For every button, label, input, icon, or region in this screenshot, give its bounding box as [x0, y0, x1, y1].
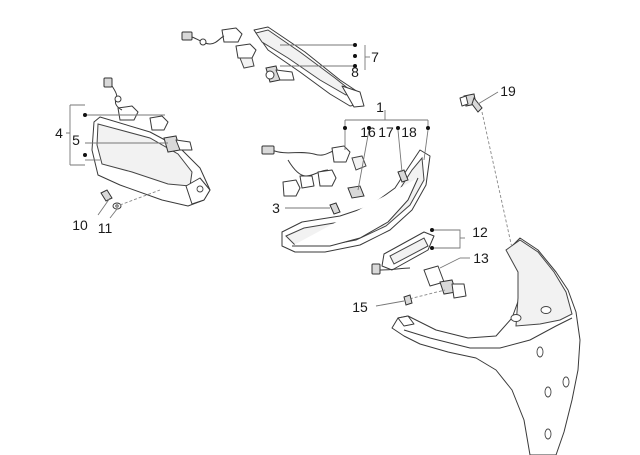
upper-bulb-socket	[265, 65, 295, 83]
rear-light-assembly	[261, 145, 431, 253]
callout-11: 11	[98, 220, 113, 236]
upper-wire-harness	[191, 35, 225, 45]
rear-connector	[261, 145, 275, 155]
callout-5: 5	[72, 132, 80, 148]
license-light-assembly	[371, 231, 467, 307]
callout-13: 13	[473, 250, 489, 266]
left-bulb-socket	[163, 135, 193, 153]
upper-connector	[181, 31, 193, 41]
bracket-12-13	[430, 228, 470, 269]
left-bulbs	[117, 105, 169, 131]
callout-19: 19	[500, 83, 516, 99]
callout-15: 15	[352, 299, 368, 315]
callout-12: 12	[472, 224, 488, 240]
callout-16: 16	[360, 124, 376, 140]
left-light-assembly	[91, 77, 211, 207]
upper-light-assembly	[181, 26, 365, 108]
screw-and-washer	[97, 189, 161, 219]
bracket-7-8	[280, 43, 370, 70]
callout-labels: 1 3 4 5 7 8 10 11 12 13 15 16 17 18 19	[55, 49, 516, 315]
rear-bulbs	[282, 145, 367, 199]
left-light-lens	[96, 123, 193, 187]
screw-3	[329, 202, 341, 215]
screw-10	[100, 189, 113, 202]
screw-19	[459, 91, 513, 249]
callout-4: 4	[55, 125, 63, 141]
upper-bulbs	[221, 27, 257, 69]
callout-17: 17	[378, 124, 394, 140]
callout-1: 1	[376, 99, 384, 115]
upper-light-lens	[255, 29, 351, 96]
callout-7: 7	[371, 49, 379, 65]
bracket-4-5	[66, 104, 168, 166]
screw-15	[403, 294, 413, 306]
callout-8: 8	[351, 64, 359, 80]
callout-3: 3	[272, 200, 280, 216]
bracket-1	[343, 110, 430, 191]
callout-10: 10	[72, 217, 88, 233]
rear-fender	[391, 237, 581, 455]
callout-18: 18	[401, 124, 417, 140]
license-bulb	[423, 265, 467, 299]
